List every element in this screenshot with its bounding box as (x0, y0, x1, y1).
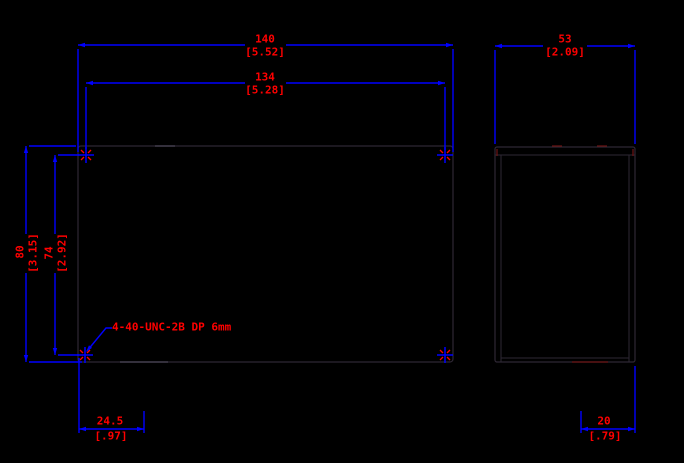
dim-hole-spacing-horizontal (85, 80, 446, 150)
dim-label-hole-spacing-h-inches: [5.28] (245, 83, 285, 97)
dim-label-bottom-right-offset-inches: [.79] (588, 429, 622, 443)
dim-hole-spacing-vertical (52, 154, 79, 356)
dim-label-hole-spacing-v-inches: [2.92] (55, 233, 69, 273)
dim-label-depth-mm: 53 (558, 32, 572, 46)
thread-callout-leader (86, 327, 112, 352)
thread-callout-label: 4-40-UNC-2B DP 6mm (112, 320, 232, 334)
dim-label-bottom-left-offset-mm: 24.5 (96, 414, 124, 428)
front-view-outline (77, 145, 454, 363)
dim-label-hole-spacing-v-mm: 74 (42, 246, 56, 260)
dim-overall-height (23, 145, 82, 363)
side-view (494, 145, 636, 363)
side-view-outline (494, 146, 636, 363)
dim-label-bottom-left-offset-inches: [.97] (94, 429, 128, 443)
dim-bottom-right-offset (580, 366, 636, 433)
dim-label-overall-height-mm: 80 (13, 245, 27, 259)
mounting-hole-marker (436, 346, 454, 364)
front-view (76, 145, 454, 364)
dim-label-bottom-right-offset-mm: 20 (597, 414, 611, 428)
mounting-hole-marker (77, 146, 95, 164)
dim-depth (494, 43, 636, 144)
dim-bottom-left-offset (78, 358, 145, 433)
dim-label-overall-height-inches: [3.15] (26, 233, 40, 273)
dim-overall-width (77, 42, 454, 152)
dim-label-overall-width-inches: [5.52] (245, 45, 285, 59)
dim-label-hole-spacing-h-mm: 134 (255, 70, 275, 84)
dim-label-depth-inches: [2.09] (545, 45, 585, 59)
dim-label-overall-width-mm: 140 (255, 32, 275, 46)
